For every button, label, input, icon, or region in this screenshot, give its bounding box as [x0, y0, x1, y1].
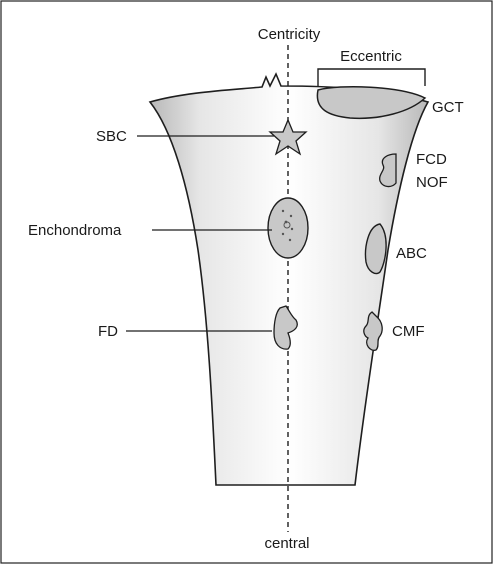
- gct-label: GCT: [432, 99, 464, 116]
- centricity-label: Centricity: [258, 26, 321, 43]
- sbc-label: SBC: [96, 128, 127, 145]
- fcd-label: FCD: [416, 151, 447, 168]
- nof-label: NOF: [416, 174, 448, 191]
- cmf-label: CMF: [392, 323, 425, 340]
- central-label: central: [264, 535, 309, 552]
- eccentric-label: Eccentric: [340, 48, 402, 65]
- fd-label: FD: [98, 323, 118, 340]
- abc-label: ABC: [396, 245, 427, 262]
- enchondroma-label: Enchondroma: [28, 222, 122, 239]
